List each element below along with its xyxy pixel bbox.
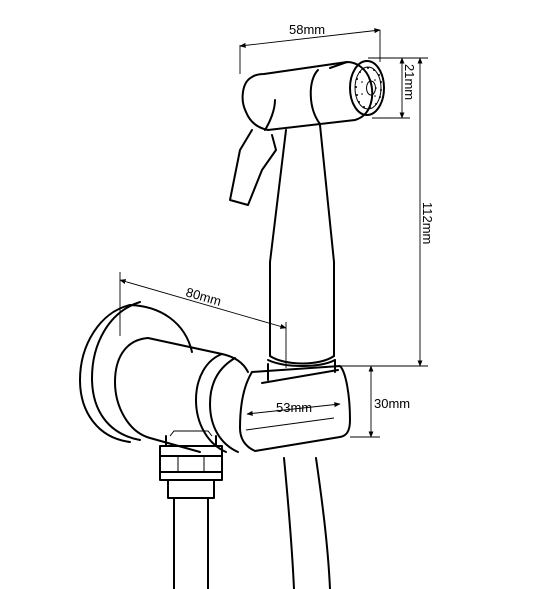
- wall-flange: [79, 301, 193, 443]
- dimension-holder-height: 30mm: [350, 365, 410, 438]
- dimension-spray-head-diameter: 21mm: [368, 57, 428, 119]
- label-21mm: 21mm: [402, 64, 417, 100]
- dimension-spray-head-length: 58mm: [239, 22, 381, 74]
- label-30mm: 30mm: [374, 396, 410, 411]
- nozzle-face: [349, 60, 385, 116]
- angle-valve-body: [114, 337, 249, 453]
- label-53mm: 53mm: [276, 400, 312, 415]
- trigger-lever: [229, 129, 277, 206]
- sprayer-handle: [269, 124, 335, 365]
- label-112mm: 112mm: [420, 202, 435, 244]
- spray-head: [241, 61, 374, 131]
- hose: [167, 457, 331, 589]
- dimension-sprayer-height: 112mm: [338, 57, 435, 367]
- label-80mm: 80mm: [184, 284, 223, 308]
- hose-nut: [159, 430, 223, 481]
- sprayer-holder: [239, 359, 351, 452]
- dimension-valve-projection: 80mm: [119, 272, 287, 368]
- label-58mm: 58mm: [289, 22, 325, 37]
- dimension-holder-width: 53mm: [246, 400, 341, 416]
